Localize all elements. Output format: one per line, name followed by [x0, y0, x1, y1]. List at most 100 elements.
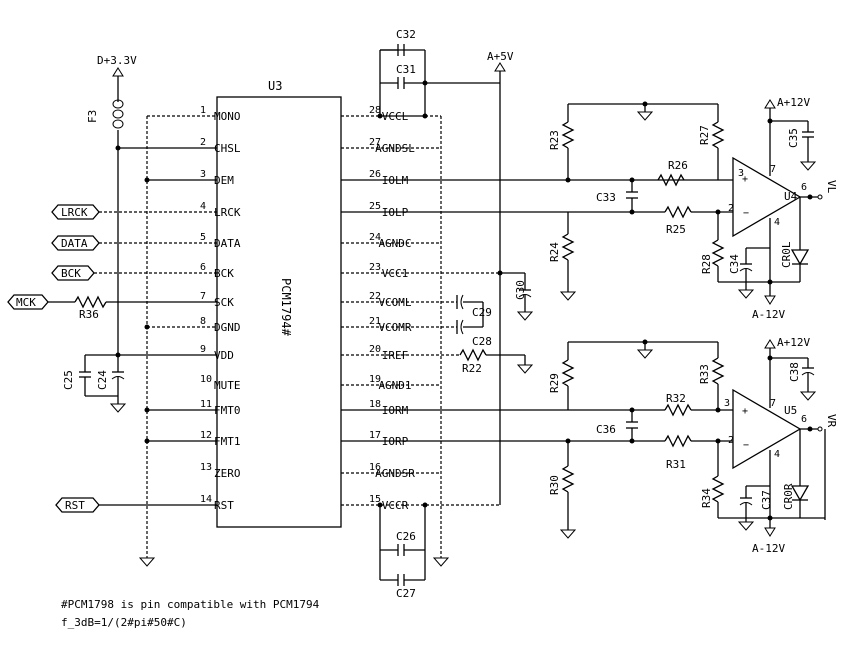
r36-label: R36	[79, 308, 99, 321]
u5-label: U5	[784, 404, 797, 417]
u4-pin6: 6	[801, 182, 807, 193]
note-line-1: #PCM1798 is pin compatible with PCM1794	[61, 598, 320, 611]
left-pin-name: MONO	[214, 110, 241, 123]
u5-pin6: 6	[801, 414, 807, 425]
right-pin-number: 28	[369, 105, 381, 116]
left-pin-name: MUTE	[214, 379, 241, 392]
u4-plus-mark: +	[742, 174, 748, 185]
u4-vplus-label: A+12V	[777, 96, 810, 109]
u5-vminus-label: A-12V	[752, 542, 785, 555]
mck-flag-label: MCK	[16, 296, 36, 309]
left-pin-name: CHSL	[214, 142, 241, 155]
right-pin-number: 24	[369, 232, 381, 243]
u5-vplus-label: A+12V	[777, 336, 810, 349]
chip-part-label: PCM1794#	[279, 278, 293, 337]
u4-label: U4	[784, 190, 798, 203]
right-pin-name: AGNDSL	[375, 142, 415, 155]
dgnd-bus	[138, 115, 217, 567]
u4-vminus-label: A-12V	[752, 308, 785, 321]
left-pin-number: 9	[200, 344, 206, 355]
left-pin-name: DGND	[214, 321, 241, 334]
cr0l-label: CR0L	[780, 241, 793, 268]
data-flag-label: DATA	[61, 237, 88, 250]
note-line-2: f_3dB=1/(2#pi#50#C)	[61, 616, 187, 629]
left-pin-name: ZERO	[214, 467, 241, 480]
right-pin-name: AGND1	[378, 379, 411, 392]
c31-label: C31	[396, 63, 416, 76]
left-pin-number: 1	[200, 105, 206, 116]
d33v-rail: D+3.3V F3	[86, 54, 217, 358]
right-pin-number: 17	[369, 430, 381, 441]
c34-label: C34	[728, 254, 741, 274]
c29-label: C29	[472, 306, 492, 319]
chip-ref-label: U3	[268, 79, 282, 93]
left-pin-number: 8	[200, 316, 206, 327]
right-pin-name: VCC1	[382, 267, 409, 280]
r27-label: R27	[698, 125, 711, 145]
r25-label: R25	[666, 223, 686, 236]
c33-label: C33	[596, 191, 616, 204]
c24-label: C24	[96, 370, 109, 390]
r28-label: R28	[700, 254, 713, 274]
vl-label: VL	[825, 180, 838, 194]
right-pin-number: 27	[369, 137, 381, 148]
left-pin-name: FMT0	[214, 404, 241, 417]
u5-minus-mark: −	[743, 440, 749, 451]
c26-label: C26	[396, 530, 416, 543]
u4-minus-mark: −	[743, 208, 749, 219]
r34-label: R34	[700, 488, 713, 508]
cr0r-label: CR0R	[782, 483, 795, 510]
right-pin-number: 20	[369, 344, 381, 355]
r24-label: R24	[548, 242, 561, 262]
vr-label: VR	[825, 414, 838, 428]
u3-chip: U3 PCM1794#	[216, 79, 342, 528]
right-pin-number: 25	[369, 201, 381, 212]
right-pin-number: 16	[369, 462, 381, 473]
right-pin-name: AGNDSR	[375, 467, 415, 480]
c28-label: C28	[472, 335, 492, 348]
right-pin-name: VCOML	[378, 296, 411, 309]
left-pin-name: FMT1	[214, 435, 241, 448]
left-iv-stage: R23 R27 R26 C33 R25 R24 + − 3 2 U4 7	[548, 96, 838, 321]
a5v-label: A+5V	[487, 50, 514, 63]
bck-flag-label: BCK	[61, 267, 81, 280]
left-pin-number: 3	[200, 169, 206, 180]
r31-label: R31	[666, 458, 686, 471]
u4-pin3: 3	[738, 168, 744, 179]
r30-label: R30	[548, 475, 561, 495]
left-pin-name: LRCK	[214, 206, 241, 219]
r22-label: R22	[462, 362, 482, 375]
lrck-flag-label: LRCK	[61, 206, 88, 219]
c32-label: C32	[396, 28, 416, 41]
c36-label: C36	[596, 423, 616, 436]
left-pin-name: VDD	[214, 349, 234, 362]
u4-pin2: 2	[728, 203, 734, 214]
r23-label: R23	[548, 130, 561, 150]
u4-pin7: 7	[770, 164, 776, 175]
right-pin-number: 23	[369, 262, 381, 273]
left-pin-number: 4	[200, 201, 206, 212]
u5-pin3: 3	[724, 398, 730, 409]
notes-block: #PCM1798 is pin compatible with PCM1794 …	[61, 598, 320, 629]
r33-label: R33	[698, 364, 711, 384]
left-pin-number: 14	[200, 494, 212, 505]
left-pin-number: 6	[200, 262, 206, 273]
c37-label: C37	[760, 490, 773, 510]
right-pin-name: VCCR	[382, 499, 409, 512]
u5-pin7: 7	[770, 398, 776, 409]
right-iv-stage: R29 R33 R32 C36 R31 R30 + − 3 2	[548, 336, 838, 555]
c30-label: C30	[514, 280, 527, 300]
c38-label: C38	[788, 362, 801, 382]
u5-plus-mark: +	[742, 406, 748, 417]
u4-pin4: 4	[774, 217, 780, 228]
a5v-network: A+5V C32 C31	[341, 28, 534, 600]
f3-label: F3	[86, 110, 99, 123]
left-pin-name: DATA	[214, 237, 241, 250]
left-pin-name: SCK	[214, 296, 234, 309]
r29-label: R29	[548, 373, 561, 393]
left-pin-number: 12	[200, 430, 212, 441]
right-pin-name: IREF	[382, 349, 409, 362]
left-pin-name: RST	[214, 499, 234, 512]
input-flags: LRCK DATA BCK MCK R36 RST	[7, 204, 217, 513]
